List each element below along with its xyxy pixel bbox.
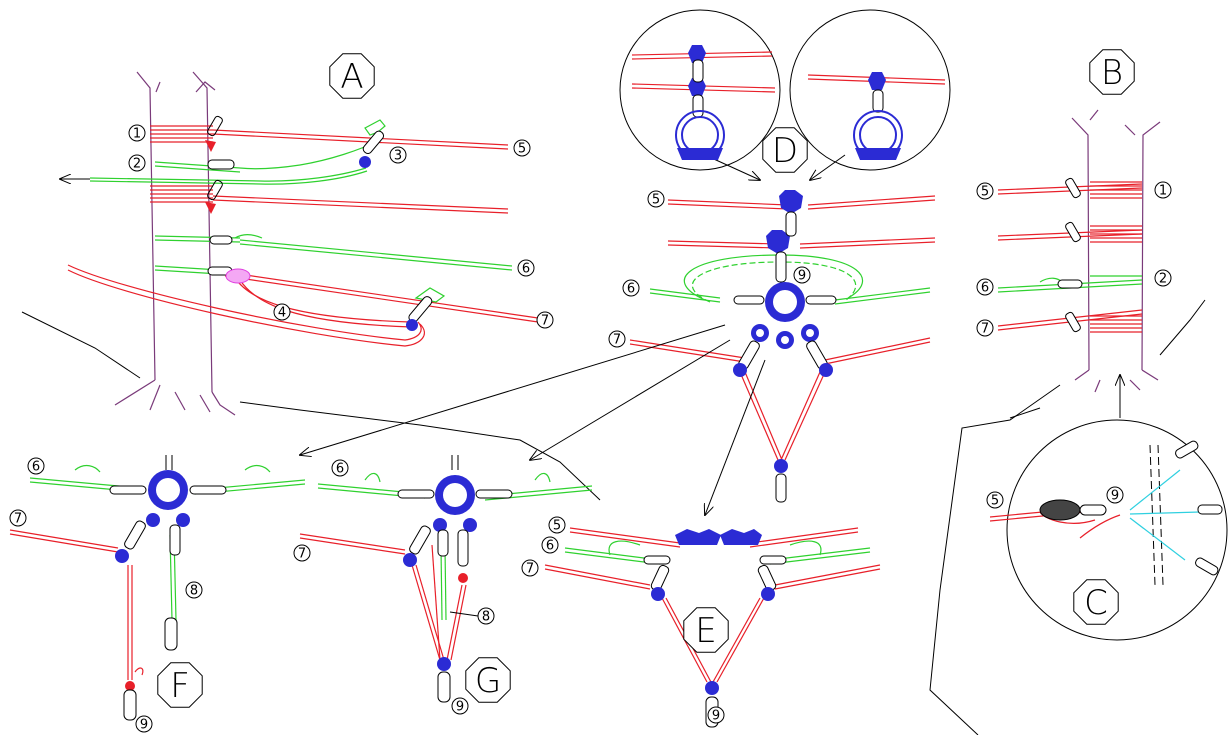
callout-number: 9 [456, 700, 464, 715]
rig-f [9, 455, 306, 721]
callout-g-7: 7 [293, 544, 311, 562]
detail-circle-c [989, 419, 1228, 641]
section-letter: C [1084, 583, 1108, 623]
tree-b [1071, 109, 1161, 393]
callout-number: 6 [522, 262, 530, 277]
callout-a-7: 7 [536, 311, 554, 329]
callout-b-5: 5 [976, 182, 994, 200]
callout-c-9: 9 [1106, 486, 1124, 504]
callout-number: 7 [613, 333, 621, 348]
callout-b-6: 6 [976, 278, 994, 296]
callout-d-5: 5 [647, 190, 665, 208]
callout-e-5: 5 [548, 516, 566, 534]
callout-number: 5 [553, 519, 561, 534]
callout-f-7: 7 [9, 509, 27, 527]
section-label-g: G [465, 657, 511, 703]
detail-d-left [631, 45, 776, 160]
rig-e [544, 527, 881, 728]
callout-e-7: 7 [521, 559, 539, 577]
callout-number: 6 [627, 282, 635, 297]
callout-d-9: 9 [793, 266, 811, 284]
callout-number: 7 [298, 547, 306, 562]
section-letter: A [340, 57, 363, 97]
detail-d-right [807, 72, 946, 160]
callout-number: 9 [140, 718, 148, 733]
callout-g-9: 9 [451, 697, 469, 715]
callout-a-4: 4 [273, 303, 291, 321]
callout-b-7: 7 [976, 319, 994, 337]
callout-number: 6 [32, 460, 40, 475]
callout-number: 2 [133, 157, 141, 172]
callout-f-9: 9 [135, 715, 153, 733]
callout-a-6: 6 [517, 259, 535, 277]
callout-number: 6 [981, 281, 989, 296]
ropes-a [60, 119, 539, 347]
callout-number: 3 [394, 149, 402, 164]
rig-d [629, 190, 936, 503]
callout-g-8: 8 [477, 607, 495, 625]
callout-number: 9 [712, 709, 720, 724]
callout-number: 6 [546, 539, 554, 554]
callout-number: 7 [981, 322, 989, 337]
callout-number: 5 [652, 193, 660, 208]
section-label-a: A [329, 53, 375, 99]
callout-f-6: 6 [27, 457, 45, 475]
callout-b-1: 1 [1154, 181, 1172, 199]
callout-number: 5 [518, 142, 526, 157]
section-label-e: E [683, 607, 729, 653]
rig-g [299, 455, 593, 703]
section-label-d: D [762, 127, 808, 173]
callout-number: 8 [482, 610, 490, 625]
callout-number: 5 [991, 494, 999, 509]
callout-number: 7 [541, 314, 549, 329]
section-label-b: B [1089, 49, 1135, 95]
tree-a [114, 71, 236, 416]
detail-circles-d [619, 9, 951, 180]
callout-d-6: 6 [622, 279, 640, 297]
callout-a-5: 5 [513, 139, 531, 157]
ropes-b [997, 177, 1143, 333]
callout-number: 8 [190, 584, 198, 599]
terrain-lines [21, 299, 1206, 735]
callout-number: 7 [14, 512, 22, 527]
section-labels: A B C D E F G [157, 49, 1135, 708]
callout-a-3: 3 [389, 146, 407, 164]
callout-a-1: 1 [128, 124, 146, 142]
callout-number: 2 [1159, 272, 1167, 287]
callout-e-6: 6 [541, 536, 559, 554]
callout-b-2: 2 [1154, 269, 1172, 287]
callout-e-9: 9 [707, 706, 725, 724]
hardware-a [205, 115, 433, 331]
pointer-arrows [300, 324, 1120, 515]
callout-number: 7 [526, 562, 534, 577]
section-letter: D [772, 131, 798, 171]
callout-a-2: 2 [128, 154, 146, 172]
section-letter: G [475, 661, 501, 701]
callout-g-6: 6 [331, 459, 349, 477]
callout-f-8: 8 [185, 581, 203, 599]
callout-number: 9 [798, 269, 806, 284]
callout-number: 4 [278, 306, 286, 321]
callout-d-7: 7 [608, 330, 626, 348]
callout-number: 9 [1111, 489, 1119, 504]
section-label-c: C [1073, 579, 1119, 625]
section-letter: E [695, 611, 716, 651]
callout-number: 5 [981, 185, 989, 200]
callout-number: 6 [336, 462, 344, 477]
section-label-f: F [157, 662, 203, 708]
callout-number: 1 [1159, 184, 1167, 199]
callout-c-5: 5 [986, 491, 1004, 509]
callout-number: 1 [133, 127, 141, 142]
section-letter: B [1101, 53, 1123, 93]
section-letter: F [170, 666, 190, 706]
